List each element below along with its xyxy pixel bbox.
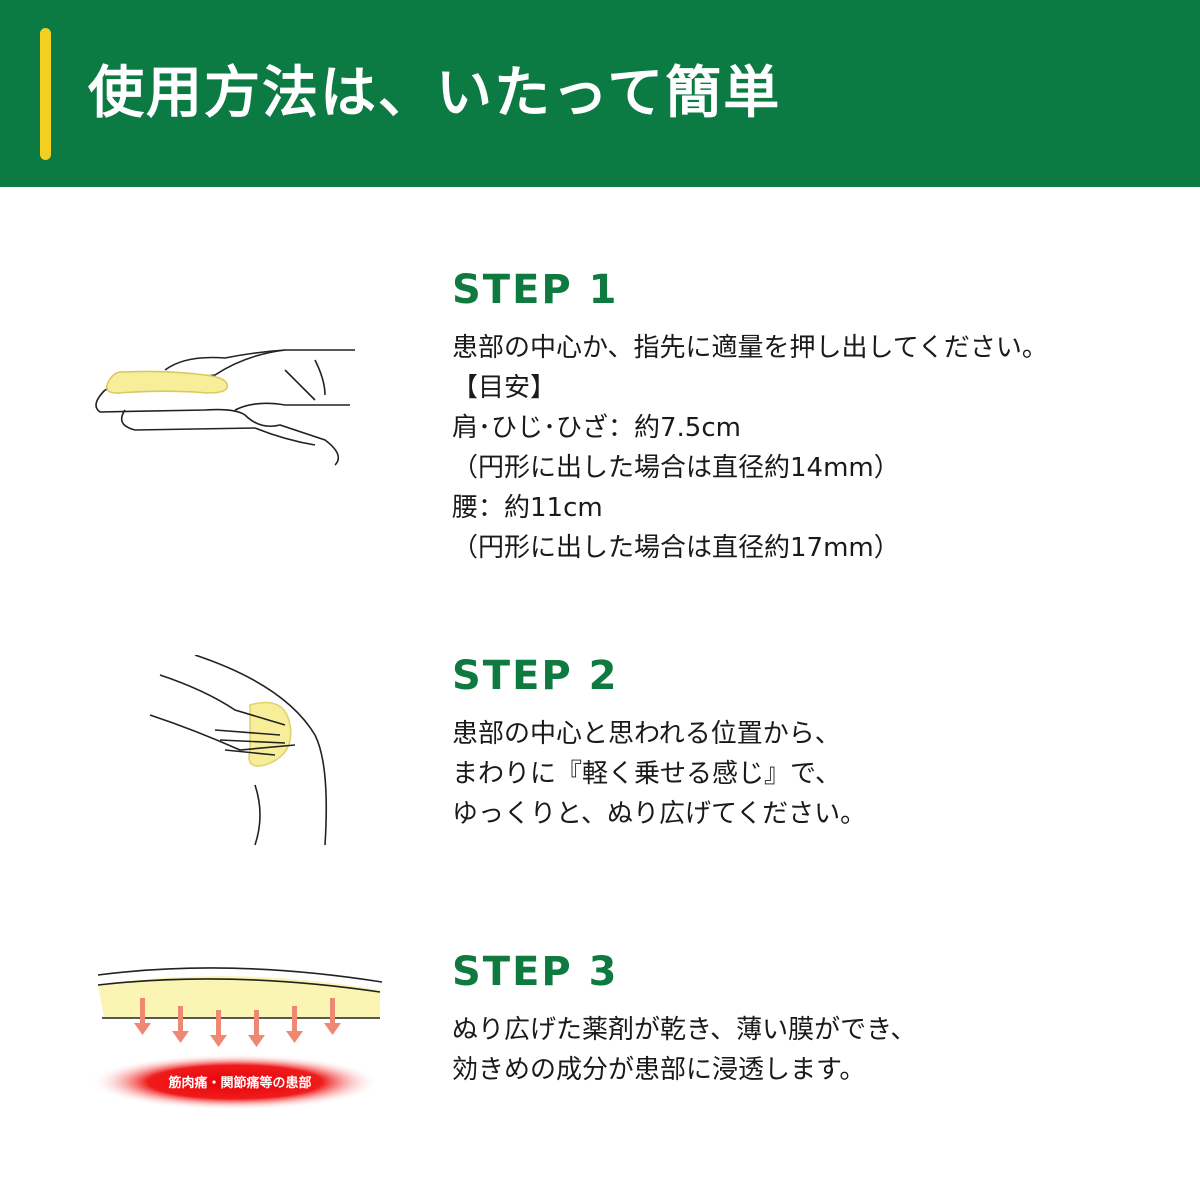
page-title: 使用方法は、いたって簡単 bbox=[88, 61, 782, 126]
step-3-line: ぬり広げた薬剤が乾き、薄い膜ができ、 bbox=[452, 1015, 917, 1045]
down-arrow-icon bbox=[210, 1010, 227, 1047]
header-banner: 使用方法は、いたって簡単 bbox=[0, 0, 1200, 187]
step-1-line: （円形に出した場合は直径約14mm） bbox=[452, 453, 900, 483]
down-arrow-icon bbox=[248, 1010, 265, 1047]
hand-with-gel-illustration bbox=[95, 349, 355, 466]
step-1-line: （円形に出した場合は直径約17mm） bbox=[452, 533, 900, 563]
step-2-line: まわりに『軽く乗せる感じ』で、 bbox=[452, 759, 841, 789]
down-arrow-icon bbox=[324, 998, 341, 1035]
step-2: STEP 2 患部の中心と思われる位置から、 まわりに『軽く乗せる感じ』で、 ゆ… bbox=[452, 652, 866, 834]
step-1-line: 【目安】 bbox=[452, 373, 557, 403]
down-arrow-icon bbox=[172, 1006, 189, 1043]
film-penetration-diagram: 筋肉痛・関節痛等の患部 bbox=[90, 967, 383, 1110]
step-1-line: 肩･ひじ･ひざ：約7.5cm bbox=[452, 413, 741, 443]
step-1: STEP 1 患部の中心か、指先に適量を押し出してください。 【目安】 肩･ひじ… bbox=[452, 266, 1048, 568]
step-1-line: 患部の中心か、指先に適量を押し出してください。 bbox=[452, 333, 1048, 363]
step-1-line: 腰：約11cm bbox=[452, 493, 603, 523]
down-arrow-icon bbox=[134, 998, 151, 1035]
down-arrow-icon bbox=[286, 1006, 303, 1043]
accent-bar bbox=[40, 28, 51, 160]
step-1-heading: STEP 1 bbox=[452, 267, 619, 313]
step-3-line: 効きめの成分が患部に浸透します。 bbox=[452, 1055, 866, 1085]
affected-area-label: 筋肉痛・関節痛等の患部 bbox=[167, 1075, 311, 1091]
step-3-heading: STEP 3 bbox=[452, 949, 619, 995]
arrow-icons bbox=[134, 998, 341, 1047]
step-2-heading: STEP 2 bbox=[452, 653, 619, 699]
step-2-line: 患部の中心と思われる位置から、 bbox=[452, 719, 841, 749]
step-3: STEP 3 ぬり広げた薬剤が乾き、薄い膜ができ、 効きめの成分が患部に浸透しま… bbox=[452, 948, 916, 1090]
hand-on-knee-illustration bbox=[149, 655, 328, 846]
step-2-line: ゆっくりと、ぬり広げてください。 bbox=[452, 799, 867, 829]
